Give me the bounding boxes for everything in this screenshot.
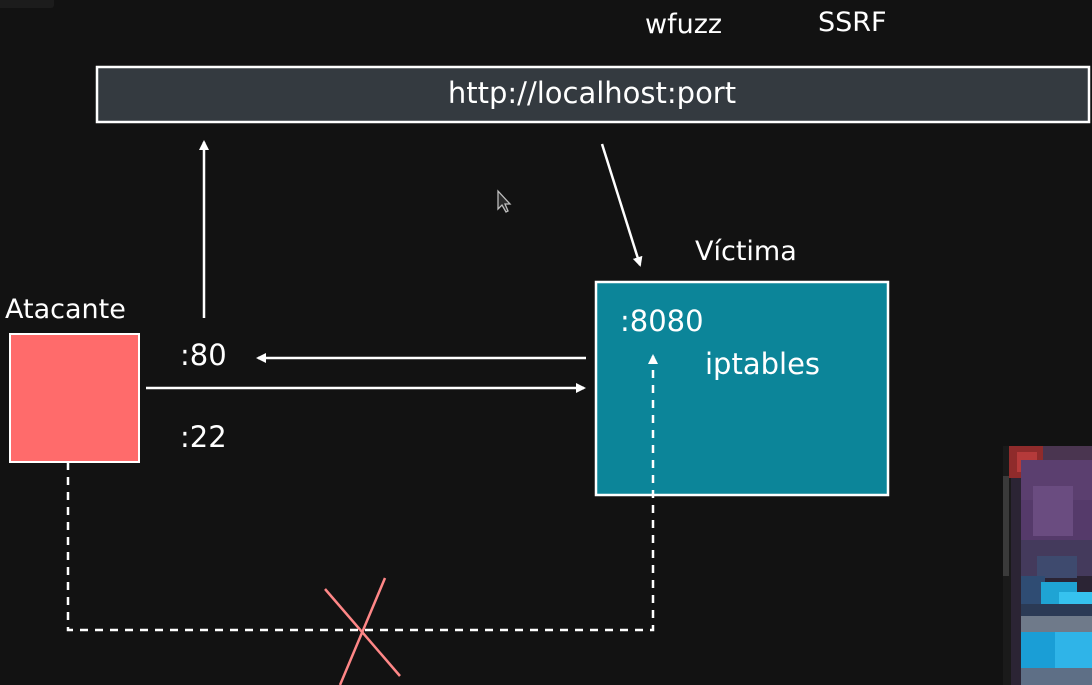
attacker-port-22-label: :22 xyxy=(180,420,227,454)
url-bar[interactable] xyxy=(95,65,1091,124)
attacker-box[interactable] xyxy=(9,333,140,463)
url-bar-text: http://localhost:port xyxy=(448,76,736,110)
mouse-cursor-icon xyxy=(497,189,512,213)
attacker-port-80-label: :80 xyxy=(180,338,227,372)
attacker-label: Atacante xyxy=(5,294,126,325)
blocked-cross-stroke-2 xyxy=(338,577,387,685)
webcam-pixels xyxy=(1003,446,1092,685)
victim-port-label: :8080 xyxy=(620,304,704,338)
victim-label: Víctima xyxy=(695,236,797,267)
arrow-url-to-victim xyxy=(600,143,643,267)
tool-label: wfuzz xyxy=(645,9,722,40)
webcam-overlay xyxy=(1003,446,1092,685)
victim-firewall-label: iptables xyxy=(705,347,820,381)
toolbar-tab-edge xyxy=(0,0,54,8)
dashed-blocked-path xyxy=(66,354,658,632)
technique-label: SSRF xyxy=(818,7,887,38)
victim-box[interactable] xyxy=(594,280,890,497)
